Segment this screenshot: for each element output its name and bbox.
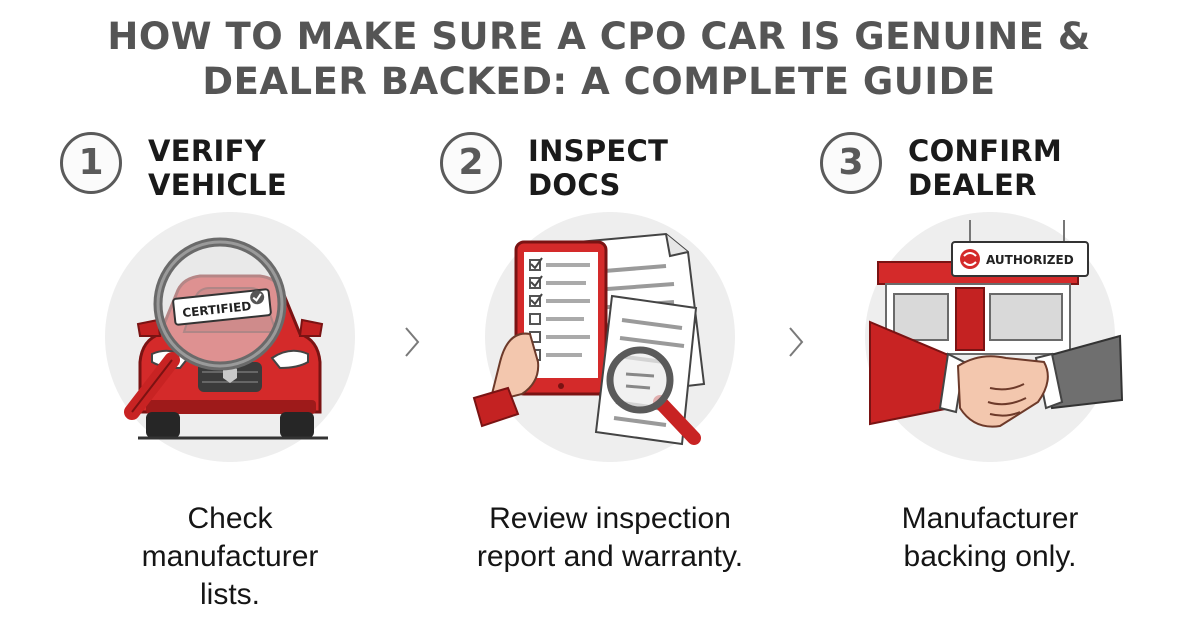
step-heading-line-1: CONFIRM [908, 134, 1063, 168]
description-line-1: Review inspection [489, 502, 731, 535]
description-line-2: backing only. [903, 540, 1077, 573]
step-verify-vehicle: 1 VERIFY VEHICLE CERTIFIED [40, 132, 420, 622]
description-line-2: manufacturer [141, 540, 319, 573]
description-line-1: Check [187, 502, 273, 535]
step-heading: INSPECT DOCS [528, 134, 668, 202]
step-confirm-dealer: 3 CONFIRM DEALER AUTHORIZED Manufacturer… [800, 132, 1180, 622]
chevron-right-icon [789, 327, 804, 357]
step-description: Check manufacturer lists. [40, 500, 420, 614]
description-line-2: report and warranty. [476, 540, 744, 573]
step-description: Manufacturer backing only. [800, 500, 1180, 576]
step-heading-line-1: VERIFY [148, 134, 266, 168]
step-heading-line-2: DEALER [908, 168, 1037, 202]
step-number-badge: 3 [820, 132, 882, 194]
description-line-3: lists. [200, 578, 260, 611]
authorized-sign-text: AUTHORIZED [986, 253, 1074, 267]
step-inspect-docs: 2 INSPECT DOCS [420, 132, 800, 622]
step-number-badge: 2 [440, 132, 502, 194]
step-heading-line-2: DOCS [528, 168, 621, 202]
title-line-1: HOW TO MAKE SURE A CPO CAR IS GENUINE & [107, 15, 1091, 58]
chevron-right-icon [405, 327, 420, 357]
step-heading-line-1: INSPECT [528, 134, 669, 168]
title-line-2: DEALER BACKED: A COMPLETE GUIDE [202, 60, 996, 103]
step-description: Review inspection report and warranty. [420, 500, 800, 576]
page-title: HOW TO MAKE SURE A CPO CAR IS GENUINE & … [0, 14, 1198, 104]
car-magnifier-icon: CERTIFIED [105, 212, 355, 462]
dealership-handshake-icon: AUTHORIZED [865, 212, 1124, 462]
step-heading-line-2: VEHICLE [148, 168, 287, 202]
documents-tablet-icon [472, 212, 735, 462]
step-heading: VERIFY VEHICLE [148, 134, 287, 202]
step-number-badge: 1 [60, 132, 122, 194]
description-line-1: Manufacturer [901, 502, 1079, 535]
step-heading: CONFIRM DEALER [908, 134, 1062, 202]
